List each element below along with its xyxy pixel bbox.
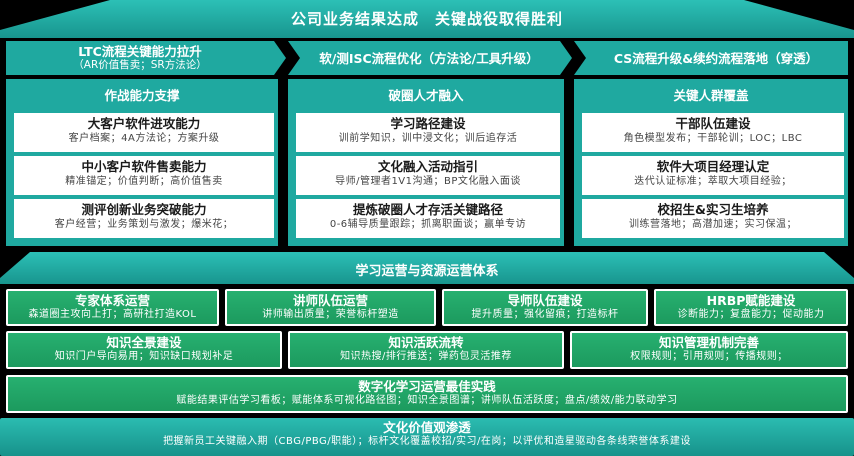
column-title: 作战能力支撑 [104, 88, 180, 103]
block-sub: 森道圈主攻向上打；高研社打造KOL [28, 309, 197, 320]
pillar-chevrons [6, 41, 848, 75]
card-sub: 客户档案；4A方法论；方案升级 [68, 133, 220, 144]
card-cadre-team: 干部队伍建设 角色模型发布；干部轮训；LOC；LBC [578, 113, 844, 152]
block-knowledge-flow: 知识活跃流转 知识热搜/排行推送；弹药包灵活推荐 [288, 331, 564, 369]
column-talent-integration: 破圈人才融入 学习路径建设 训前学知识，训中浸文化；训后追存活 文化融入活动指引… [288, 79, 564, 246]
pillar-header-ltc: LTC流程关键能力拉升 （AR价值售卖；SR方法论） [6, 41, 274, 75]
card-title: 提炼破圈人才存活关键路径 [352, 202, 503, 217]
chevron-1 [6, 41, 286, 75]
column-title: 破圈人才融入 [388, 88, 464, 103]
pillar-header-title: 软/测ISC流程优化（方法论/工具升级） [319, 51, 539, 66]
card-title: 测评创新业务突破能力 [81, 202, 207, 217]
pillar-header-sub: （AR价值售卖；SR方法论） [73, 59, 207, 71]
block-culture-values: 文化价值观渗透 把握新员工关键融入期（CBG/PBG/职能）；标杆文化覆盖校招/… [0, 418, 854, 456]
block-sub: 知识门户导向易用；知识缺口规划补足 [54, 351, 234, 362]
block-title: 讲师队伍运营 [292, 293, 368, 308]
card-title: 校招生&实习生培养 [657, 202, 769, 217]
card-sub: 迭代认证标准；萃取大项目经验； [634, 176, 792, 187]
card-large-client: 大客户软件进攻能力 客户档案；4A方法论；方案升级 [10, 113, 274, 152]
pillar-header-isc: 软/测ISC流程优化（方法论/工具升级） [298, 41, 560, 75]
pillar-header-title: LTC流程关键能力拉升 [78, 44, 202, 59]
pillar-header-cs: CS流程升级&续约流程落地（穿透） [584, 41, 848, 75]
block-hrbp-enablement: HRBP赋能建设 诊断能力；复盘能力；促动能力 [654, 289, 848, 326]
card-survival-path: 提炼破圈人才存活关键路径 0-6辅导质量跟踪；抓离职面谈；赢单专访 [292, 199, 560, 238]
card-campus-intern: 校招生&实习生培养 训练营落地；高潜加速；实习保温； [578, 199, 844, 238]
card-sub: 训练营落地；高潜加速；实习保温； [629, 219, 797, 230]
card-project-manager: 软件大项目经理认定 迭代认证标准；萃取大项目经验； [578, 156, 844, 195]
card-title: 干部队伍建设 [675, 116, 751, 131]
card-evaluation-innovation: 测评创新业务突破能力 客户经营；业务策划与激发；爆米花； [10, 199, 274, 238]
block-title: 知识全景建设 [106, 335, 182, 350]
card-sub: 0-6辅导质量跟踪；抓离职面谈；赢单专访 [329, 219, 527, 230]
block-title: 导师队伍建设 [507, 293, 583, 308]
block-knowledge-panorama: 知识全景建设 知识门户导向易用；知识缺口规划补足 [6, 331, 282, 369]
card-title: 文化融入活动指引 [377, 159, 478, 174]
card-title: 中小客户软件售卖能力 [81, 159, 207, 174]
card-sub: 训前学知识，训中浸文化；训后追存活 [338, 133, 518, 144]
card-sub: 角色模型发布；干部轮训；LOC；LBC [623, 133, 803, 144]
column-title: 关键人群覆盖 [673, 88, 749, 103]
block-knowledge-mechanism: 知识管理机制完善 权限规则；引用规则；传播规则； [570, 331, 848, 369]
block-title: 文化价值观渗透 [383, 420, 471, 435]
card-title: 学习路径建设 [390, 116, 466, 131]
card-title: 软件大项目经理认定 [656, 159, 770, 174]
block-expert-system: 专家体系运营 森道圈主攻向上打；高研社打造KOL [6, 289, 219, 326]
block-lecturer-team: 讲师队伍运营 讲师输出质量；荣誉标杆塑造 [225, 289, 436, 326]
block-title: 知识管理机制完善 [658, 335, 759, 350]
card-sub: 导师/管理者1V1沟通；BP文化融入面谈 [335, 176, 521, 187]
card-smb-client: 中小客户软件售卖能力 精准锚定；价值判断；高价值售卖 [10, 156, 274, 195]
block-title: 数字化学习运营最佳实践 [358, 379, 496, 394]
top-roof-banner [0, 0, 854, 38]
card-sub: 客户经营；业务策划与激发；爆米花； [54, 219, 234, 230]
block-digital-learning-ops: 数字化学习运营最佳实践 赋能结果评估学习看板；赋能体系可视化路径图；知识全景图谱… [6, 375, 848, 413]
card-learning-path: 学习路径建设 训前学知识，训中浸文化；训后追存活 [292, 113, 560, 152]
column-key-population: 关键人群覆盖 干部队伍建设 角色模型发布；干部轮训；LOC；LBC 软件大项目经… [574, 79, 848, 246]
pillar-header-title: CS流程升级&续约流程落地（穿透） [613, 51, 819, 66]
block-mentor-team: 导师队伍建设 提升质量；强化留痕；打造标杆 [442, 289, 648, 326]
chevron-3 [574, 41, 848, 75]
block-sub: 知识热搜/排行推送；弹药包灵活推荐 [340, 351, 512, 362]
block-sub: 提升质量；强化留痕；打造标杆 [471, 309, 619, 320]
card-culture-guide: 文化融入活动指引 导师/管理者1V1沟通；BP文化融入面谈 [292, 156, 560, 195]
block-sub: 把握新员工关键融入期（CBG/PBG/职能）；标杆文化覆盖校招/实习/在岗；以评… [163, 436, 691, 447]
block-sub: 权限规则；引用规则；传播规则； [630, 351, 788, 362]
chevron-2 [288, 41, 572, 75]
block-title: HRBP赋能建设 [706, 293, 796, 308]
block-sub: 诊断能力；复盘能力；促动能力 [677, 309, 825, 320]
block-sub: 讲师输出质量；荣誉标杆塑造 [262, 309, 399, 320]
column-combat-capability: 作战能力支撑 大客户软件进攻能力 客户档案；4A方法论；方案升级 中小客户软件售… [6, 79, 278, 246]
block-title: 专家体系运营 [74, 293, 150, 308]
block-sub: 赋能结果评估学习看板；赋能体系可视化路径图；知识全景图谱；讲师队伍活跃度；盘点/… [176, 395, 678, 406]
top-title: 公司业务结果达成 关键战役取得胜利 [290, 10, 563, 28]
card-title: 大客户软件进攻能力 [87, 116, 201, 131]
block-title: 知识活跃流转 [388, 335, 464, 350]
operations-banner [0, 252, 854, 284]
operations-title: 学习运营与资源运营体系 [355, 264, 499, 279]
card-sub: 精准锚定；价值判断；高价值售卖 [65, 176, 223, 187]
